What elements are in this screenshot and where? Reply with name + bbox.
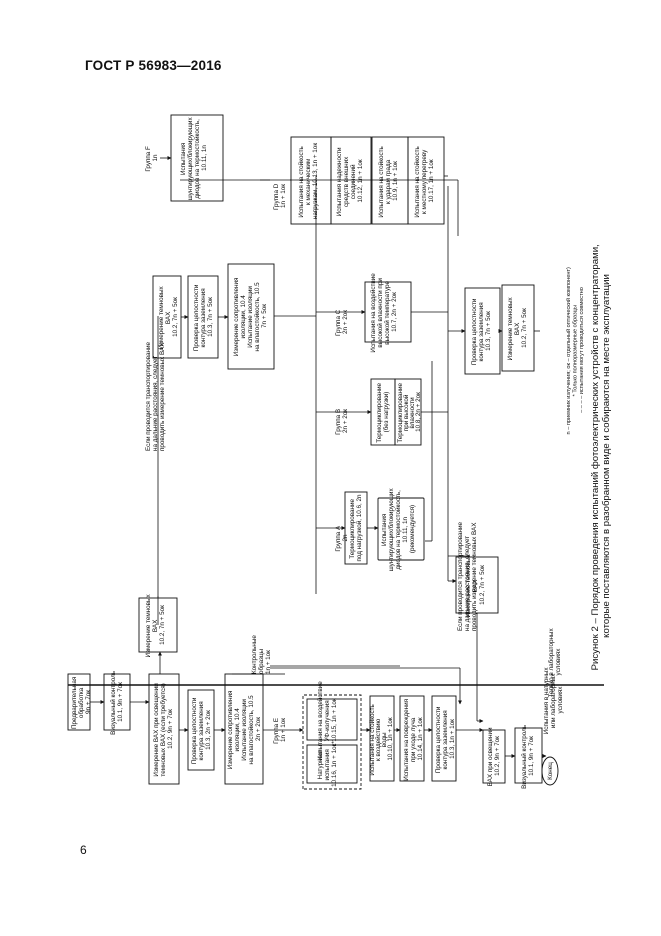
zone-lab-only: Только в лабораторных условиях [547, 627, 562, 698]
label-dark-vah-top: Измерение темновых ВАХ 10.2, 7n + 5ок [158, 285, 179, 350]
label-dark-vah-left: Измерение темновых ВАХ 10.2, 7n + 5ок [145, 593, 166, 658]
box-vah-final [482, 729, 506, 784]
box-water [369, 695, 395, 782]
label-pretreatment: Предварительная обработка 9n + 7ок [71, 675, 92, 729]
label-check-ground-r: Проверка целостности контура заземления … [471, 297, 492, 365]
label-uv: Испытания на воздействие УФ-излучения 10… [316, 679, 338, 760]
label-check-ground-2: Проверка целостности контура заземления … [435, 705, 456, 773]
label-group-f: Группа F 1n [145, 144, 159, 171]
label-insulation-top: Измерение сопротивления изоляции, 10.4 И… [233, 276, 268, 356]
label-control-samples: Контрольные образцы 1n + 1ок [251, 633, 272, 674]
label-insulation-1: Измерение сопротивления изоляции, 10.4 И… [227, 689, 262, 769]
figure-caption: Рисунок 2 – Порядок проведения испытаний… [590, 242, 612, 671]
end-node [541, 756, 559, 786]
label-offaxis: Испытания на повреждения при уходе луча … [403, 697, 424, 781]
label-visual-2: Визуальный контроль 10.1, 9n + 7ок [520, 723, 535, 789]
label-check-ground-top: Проверка целостности контура заземления … [193, 283, 214, 351]
label-outdoor: Натурные испытания 10.16, 1n + 1ок* [317, 741, 338, 787]
box-offaxis [399, 695, 425, 782]
transport-note-left: Если проводится транспортирование на дал… [145, 340, 166, 451]
label-dark-vah-r: Измерение темновых ВАХ 10.2, 7n + 5ок [507, 296, 528, 361]
label-group-a: Группа A 2n [335, 524, 349, 551]
transport-note-right: Если проводится транспортирование на дал… [457, 520, 478, 631]
label-measure-vah: Измерение ВАХ при освещении темновых ВАХ… [153, 681, 174, 776]
box-measure-vah [148, 673, 180, 785]
box-outdoor-uv-group [302, 694, 362, 790]
label-tc-noload: Термоциклирование (без нагрузки) [376, 381, 390, 443]
label-hotspot-a: Испытания шунтирующих/блокирующих диодов… [381, 487, 416, 572]
box-dark-vah-r [501, 284, 535, 372]
label-tc-load: Термоциклирование под нагрузкой, 10.6, 2… [349, 494, 363, 562]
label-vah-final: ВАХ при освещении 10.2, 9n + 7ок [487, 726, 501, 787]
label-group-d: Группа D 1n + 1ок [273, 182, 287, 210]
box-check-ground-2 [431, 695, 457, 782]
label-group-b: Группа B 2n + 2ок [335, 407, 349, 435]
label-hotspot-f: Испытания шунтирующих/блокирующих диодов… [180, 116, 208, 201]
label-humid-heat: Испытания на воздействие высокой влажнос… [369, 271, 398, 352]
label-visual-1: Визуальный контроль 10.1, 9n + 7ок [109, 669, 124, 735]
box-terminations [330, 136, 372, 225]
label-mech: Испытания на стойкость к механическим на… [297, 143, 319, 219]
label-terminations: Испытания надежности средств внешних сое… [336, 146, 364, 217]
box-outdoor [306, 744, 358, 784]
label-hail: Испытания на стойкость к ударам града 10… [377, 144, 399, 217]
label-group-e: Группа E 1n + 1ок [273, 716, 287, 744]
zone-field-lab: Испытания в натурных или лабораторных ус… [543, 666, 564, 734]
label-group-c: Группа C 2n + 2ок [335, 308, 349, 336]
label-tc-humid: Термоциклирование при высокой влажности … [397, 381, 422, 443]
label-dark-vah-right-low: Измерение темновых ВАХ 10.2, 7n + 5ок [465, 553, 486, 618]
label-check-ground-1: Проверка целостности контура заземления … [191, 696, 212, 764]
legend-text: n – приемник излучения; ок – отдельный о… [565, 266, 585, 435]
label-offaxis-stress: Испытания на стойкость к местному перегр… [413, 144, 435, 217]
box-uv [306, 698, 358, 741]
label-water: Испытания на стойкость к воздействию вод… [368, 702, 394, 775]
box-offaxis-stress [407, 136, 445, 225]
label-end: Конец [547, 762, 554, 780]
document-header: ГОСТ Р 56983—2016 [85, 58, 222, 73]
page-number: 6 [80, 843, 87, 857]
